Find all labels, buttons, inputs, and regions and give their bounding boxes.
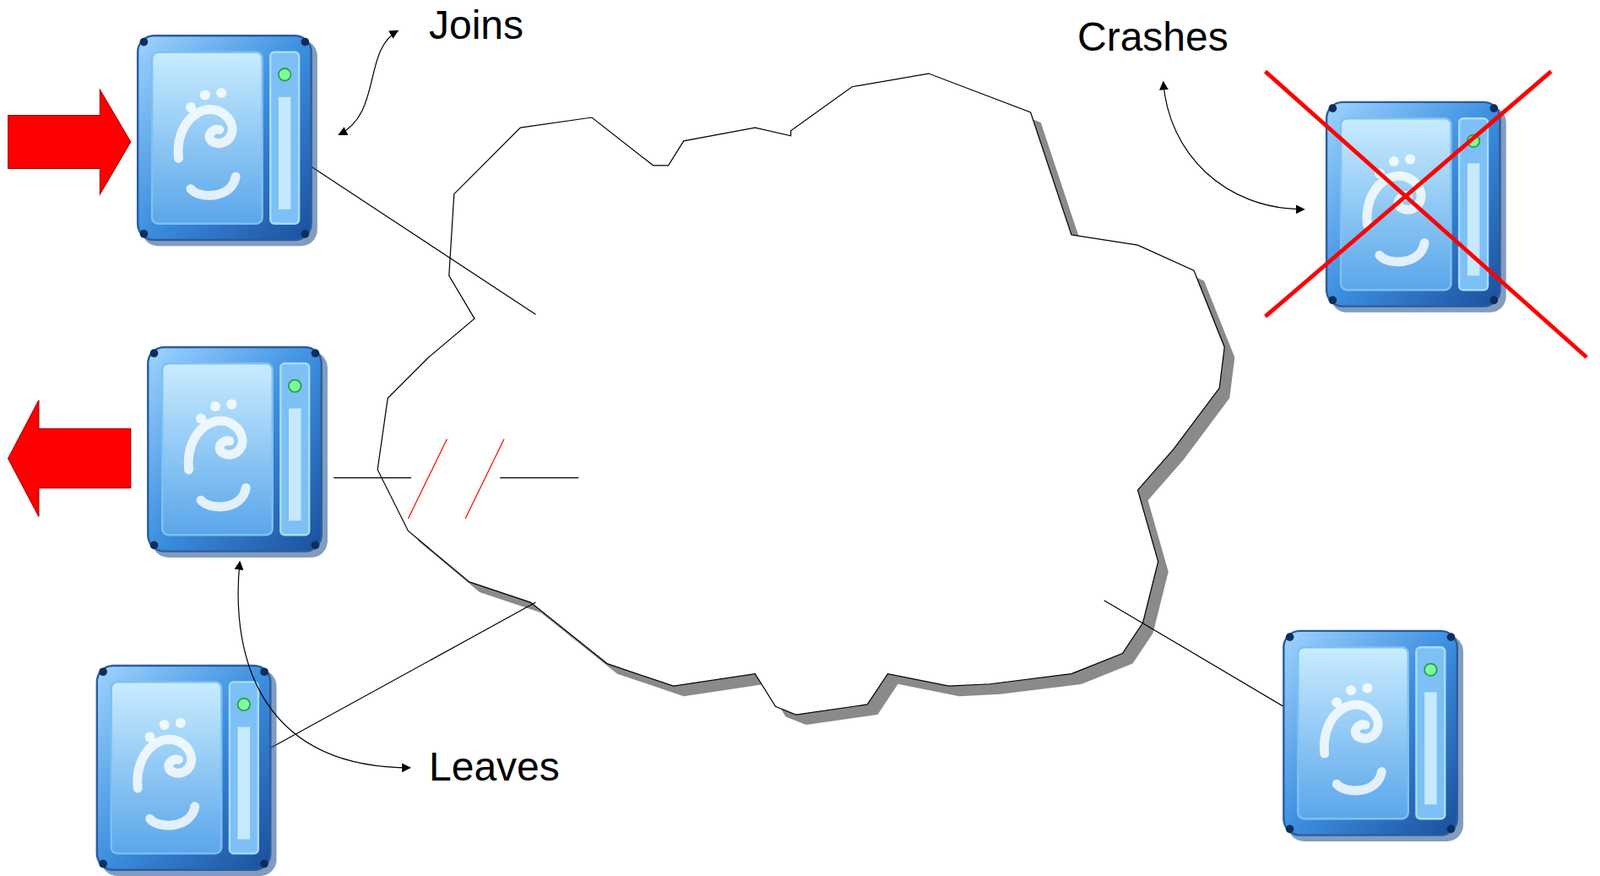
join-arrow: [8, 89, 131, 194]
computer: [97, 665, 277, 876]
computer-leaving: [147, 347, 328, 558]
callout-label: Leaves: [428, 743, 560, 790]
callout-arrows: [238, 30, 1304, 768]
broken-link: [407, 439, 505, 519]
computer-joining: [137, 35, 318, 246]
callout-label: Joins: [428, 1, 524, 49]
computer: [1283, 630, 1464, 841]
network-cloud: [377, 73, 1225, 715]
network-links: [253, 152, 1307, 757]
crash-cross: [1265, 71, 1588, 358]
callout-label: Crashes: [1077, 13, 1229, 60]
leave-arrow: [8, 400, 131, 517]
